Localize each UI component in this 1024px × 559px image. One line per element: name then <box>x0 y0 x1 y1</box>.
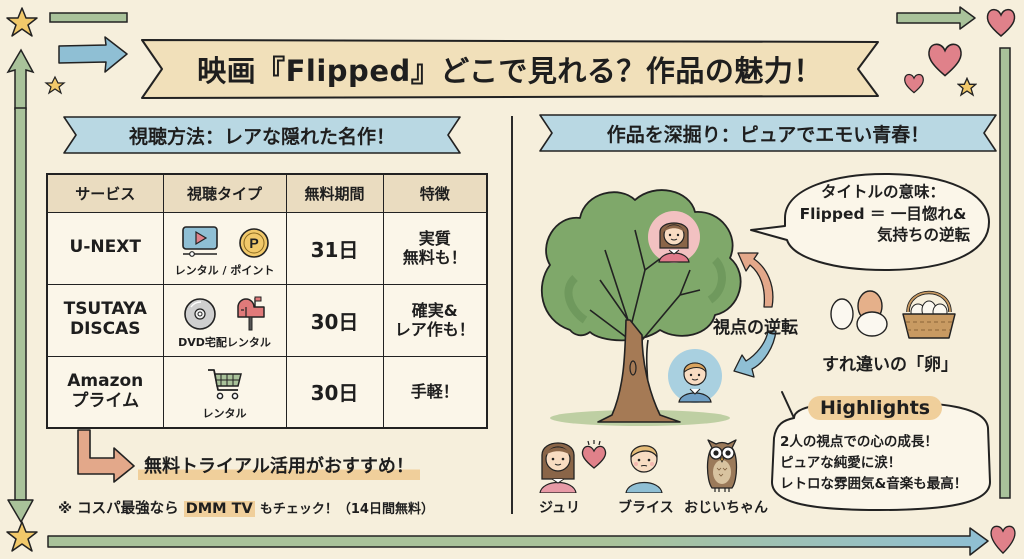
character-name-juli: ジュリ <box>539 500 581 516</box>
shopping-cart-icon <box>207 369 242 400</box>
service-name: Amazon プライム <box>46 355 164 429</box>
page-title: 映画『Flipped』どこで見れる？作品の魅力！ <box>197 54 823 88</box>
section-ribbon-viewing: 視聴方法：レアな隠れた名作！ <box>62 115 462 155</box>
perspective-arrows-icon <box>733 252 777 378</box>
column-header: 無料期間 <box>285 173 384 213</box>
juli-girl-icon <box>539 442 577 493</box>
highlights-title: Highlights <box>808 396 943 420</box>
eggs-label: すれ違いの「卵」 <box>822 355 958 375</box>
heart-icon <box>986 8 1016 37</box>
character-name-grandpa: おじいちゃん <box>684 500 768 516</box>
video-player-icon <box>181 225 218 257</box>
highlight-item: 2人の視点での心の成長！ <box>780 434 938 450</box>
eggs-icon <box>830 290 888 337</box>
dvd-disc-icon <box>183 297 216 330</box>
star-icon <box>6 7 38 37</box>
table-row: Amazon プライム レンタル <box>46 355 488 429</box>
table-header-row: サービス 視聴タイプ 無料期間 特徴 <box>46 173 488 213</box>
viewing-type-label: レンタル / ポイント <box>174 263 275 277</box>
speech-bubble <box>750 173 990 271</box>
service-name: U-NEXT <box>46 211 164 285</box>
highlights-list: 2人の視点での心の成長！ ピュアな純愛に涙！ レトロな雰囲気&音楽も最高！ <box>780 432 980 495</box>
heart-icon <box>928 43 962 77</box>
perspective-label: 視点の逆転 <box>713 318 798 338</box>
svg-text:P: P <box>249 235 258 251</box>
section-title: 作品を深掘り：ピュアでエモい青春！ <box>606 123 930 146</box>
mailbox-icon <box>236 296 265 330</box>
viewing-type-cell: P レンタル / ポイント <box>162 211 287 285</box>
grandpa-owl-icon <box>706 439 738 492</box>
title-meaning: タイトルの意味： Flipped ＝ 一目惚れ& 気持ちの逆転 <box>799 183 970 245</box>
highlight-item: ピュアな純愛に涙！ <box>780 454 902 471</box>
service-table: サービス 視聴タイプ 無料期間 特徴 U-NEXT <box>46 173 488 429</box>
bryce-avatar-icon <box>668 349 722 403</box>
juli-avatar-icon <box>648 211 700 263</box>
viewing-type-cell: レンタル <box>162 355 287 429</box>
free-period: 31日 <box>285 211 384 285</box>
feature-cell: 確実& レア作も！ <box>382 283 488 357</box>
bryce-boy-icon <box>625 445 663 493</box>
highlight-item: レトロな雰囲気&音楽も最高！ <box>780 475 968 492</box>
table-row: U-NEXT P レンタル / ポイント <box>46 211 488 285</box>
section-divider <box>511 116 513 514</box>
dmm-tv-highlight: DMM TV <box>183 501 255 517</box>
service-name: TSUTAYA DISCAS <box>46 283 164 357</box>
section-title: 視聴方法：レアな隠れた名作！ <box>128 125 395 148</box>
character-name-bryce: ブライス <box>618 500 674 516</box>
viewing-type-label: レンタル <box>202 407 247 421</box>
table-row: TSUTAYA DISCAS <box>46 283 488 357</box>
recommend-arrow-icon <box>77 429 135 483</box>
recommend-text: 無料トライアル活用がおすすめ！ <box>138 452 420 480</box>
feature-cell: 手軽！ <box>382 355 488 429</box>
point-coin-icon: P <box>238 227 269 258</box>
heart-icon <box>904 73 924 94</box>
dmm-note: ※ コスパ最強なら DMM TV もチェック！（14日間無料） <box>58 501 434 517</box>
section-ribbon-analysis: 作品を深掘り：ピュアでエモい青春！ <box>538 113 998 153</box>
viewing-type-label: DVD宅配レンタル <box>178 335 271 349</box>
feature-cell: 実質 無料も！ <box>382 211 488 285</box>
star-icon <box>957 77 977 97</box>
heart-icon <box>990 525 1016 555</box>
column-header: 特徴 <box>382 173 488 213</box>
heart-icon <box>581 440 607 469</box>
free-period: 30日 <box>285 283 384 357</box>
title-banner: 映画『Flipped』どこで見れる？作品の魅力！ <box>140 38 880 100</box>
egg-basket-icon <box>902 290 956 339</box>
free-period: 30日 <box>285 355 384 429</box>
column-header: 視聴タイプ <box>162 173 287 213</box>
viewing-type-cell: DVD宅配レンタル <box>162 283 287 357</box>
column-header: サービス <box>46 173 164 213</box>
